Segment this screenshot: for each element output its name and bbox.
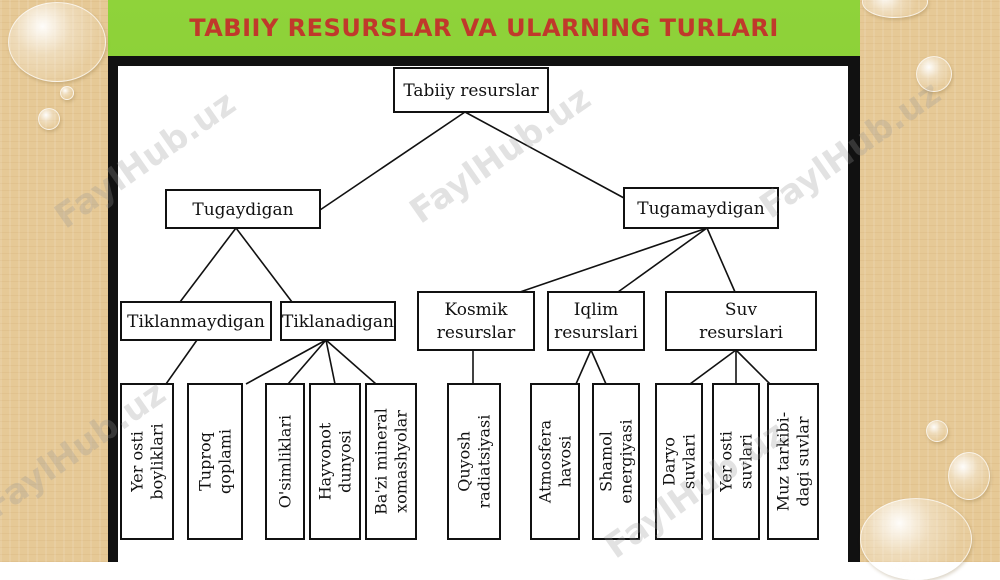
leaf-label: Atmosfera — [536, 419, 555, 504]
water-drop-decoration — [916, 56, 952, 92]
water-drop-decoration — [948, 452, 990, 500]
node-suv-label-2: resurslari — [699, 323, 783, 343]
node-tugaydigan: Tugaydigan — [165, 189, 321, 229]
connector-line — [325, 339, 336, 385]
leaf-label: Shamol — [597, 431, 616, 492]
leaf-label: Muz tarkibi- — [774, 412, 793, 511]
resource-classification-diagram: Tabiiy resurslar Tugaydigan Tugamaydigan… — [120, 67, 819, 540]
node-tugaydigan-label: Tugaydigan — [192, 200, 293, 220]
water-drop-decoration — [60, 86, 74, 100]
leaf-label: Yer osti — [717, 431, 736, 493]
connector-line — [464, 111, 625, 199]
connector-line — [706, 227, 736, 293]
leaf-osimliklari: O'simliklari — [265, 383, 305, 540]
leaf-label: O'simliklari — [276, 415, 295, 508]
node-tiklanadigan: Tiklanadigan — [280, 301, 396, 341]
water-drop-decoration — [38, 108, 60, 130]
node-suv: Suv resurslari — [665, 291, 817, 351]
node-suv-label-1: Suv — [725, 300, 758, 320]
leaf-label: qoplami — [216, 429, 235, 494]
node-tiklanadigan-label: Tiklanadigan — [282, 312, 394, 332]
leaf-label: havosi — [556, 436, 575, 488]
node-kosmik-label-2: resurslar — [437, 323, 516, 343]
leaf-label: Tuproq — [196, 432, 215, 491]
node-iqlim-label-1: Iqlim — [574, 300, 619, 320]
connector-line — [519, 227, 708, 293]
connector-line — [575, 349, 592, 385]
node-iqlim-label-2: resurslari — [554, 323, 638, 343]
leaf-label: energiyasi — [617, 419, 636, 503]
node-kosmik-label-1: Kosmik — [444, 300, 508, 320]
slide-title: TABIIY RESURSLAR VA ULARNING TURLARI — [189, 14, 779, 42]
leaf-label: boyliklari — [148, 423, 167, 499]
node-kosmik: Kosmik resurslar — [417, 291, 535, 351]
node-tiklanmaydigan-label: Tiklanmaydigan — [127, 312, 265, 332]
connector-line — [235, 227, 293, 303]
node-tugamaydigan-label: Tugamaydigan — [637, 199, 765, 219]
connector-line — [287, 339, 327, 385]
leaf-label: suvlari — [680, 434, 699, 489]
connector-line — [617, 227, 708, 293]
water-drop-decoration — [926, 420, 948, 442]
connector-line — [590, 349, 607, 385]
connector-line — [165, 339, 198, 385]
leaf-label: dagi suvlar — [794, 416, 813, 506]
water-drop-decoration — [860, 498, 972, 580]
leaf-label: Daryo — [660, 437, 679, 486]
node-root-label: Tabiiy resurslar — [403, 81, 539, 101]
node-root: Tabiiy resurslar — [393, 67, 549, 113]
leaf-label: dunyosi — [336, 430, 355, 493]
leaf-label: radiatsiyasi — [475, 415, 494, 509]
leaf-label: Quyosh — [455, 431, 474, 492]
connector-line — [245, 339, 327, 385]
leaf-label: Ba'zi mineral — [372, 408, 391, 515]
leaf-label: Yer osti — [128, 431, 147, 493]
node-iqlim: Iqlim resurslari — [547, 291, 645, 351]
leaf-label: Hayvonot — [316, 422, 335, 500]
leaf-label: xomashyolar — [392, 410, 411, 513]
connector-line — [179, 227, 237, 303]
connector-line — [319, 111, 466, 211]
connector-line — [735, 349, 771, 385]
node-tugamaydigan: Tugamaydigan — [623, 187, 779, 229]
leaf-muz: Muz tarkibi-dagi suvlar — [767, 383, 819, 540]
water-drop-decoration — [8, 2, 106, 82]
node-tiklanmaydigan: Tiklanmaydigan — [120, 301, 272, 341]
leaf-label: suvlari — [737, 434, 756, 489]
connector-line — [689, 349, 737, 385]
connector-line — [325, 339, 377, 385]
